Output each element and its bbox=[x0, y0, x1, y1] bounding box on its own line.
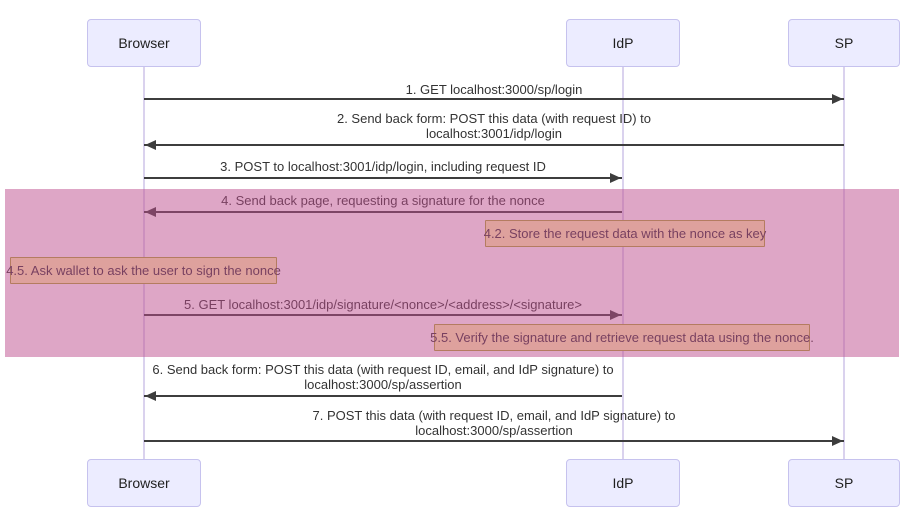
actor-sp-bottom-label: SP bbox=[834, 475, 854, 491]
actor-browser-bottom-label: Browser bbox=[118, 475, 170, 491]
message-3-arrowhead bbox=[610, 173, 621, 183]
actor-idp-bottom-label: IdP bbox=[612, 475, 634, 491]
actor-idp-bottom: IdP bbox=[566, 459, 680, 507]
message-2-arrowhead bbox=[145, 140, 156, 150]
message-5-arrowhead bbox=[610, 310, 621, 320]
actor-sp-bottom: SP bbox=[788, 459, 900, 507]
message-1-label: 1. GET localhost:3000/sp/login bbox=[405, 82, 583, 97]
actor-idp-top: IdP bbox=[566, 19, 680, 67]
actor-sp-top: SP bbox=[788, 19, 900, 67]
actor-sp-top-label: SP bbox=[834, 35, 854, 51]
note-4-5: 4.5. Ask wallet to ask the user to sign … bbox=[6, 257, 281, 284]
message-4-arrowhead bbox=[145, 207, 156, 217]
message-3-label: 3. POST to localhost:3001/idp/login, inc… bbox=[220, 159, 546, 174]
message-1-line bbox=[144, 98, 844, 100]
message-1-arrowhead bbox=[832, 94, 843, 104]
message-4-label: 4. Send back page, requesting a signatur… bbox=[221, 193, 545, 208]
message-7-arrowhead bbox=[832, 436, 843, 446]
message-7-label: 7. POST this data (with request ID, emai… bbox=[312, 408, 676, 438]
actor-browser-bottom: Browser bbox=[87, 459, 201, 507]
message-2-line bbox=[144, 144, 844, 146]
note-5-5: 5.5. Verify the signature and retrieve r… bbox=[430, 324, 814, 351]
message-5-line bbox=[144, 314, 622, 316]
note-4-2: 4.2. Store the request data with the non… bbox=[484, 220, 766, 247]
message-5-label: 5. GET localhost:3001/idp/signature/<non… bbox=[184, 297, 582, 312]
actor-idp-top-label: IdP bbox=[612, 35, 634, 51]
message-7-line bbox=[144, 440, 844, 442]
message-3-line bbox=[144, 177, 622, 179]
actor-browser-top-label: Browser bbox=[118, 35, 170, 51]
message-4-line bbox=[144, 211, 622, 213]
lifeline-sp bbox=[843, 67, 845, 459]
message-6-label: 6. Send back form: POST this data (with … bbox=[152, 362, 614, 392]
message-6-line bbox=[144, 395, 622, 397]
message-2-label: 2. Send back form: POST this data (with … bbox=[336, 111, 652, 141]
message-6-arrowhead bbox=[145, 391, 156, 401]
actor-browser-top: Browser bbox=[87, 19, 201, 67]
